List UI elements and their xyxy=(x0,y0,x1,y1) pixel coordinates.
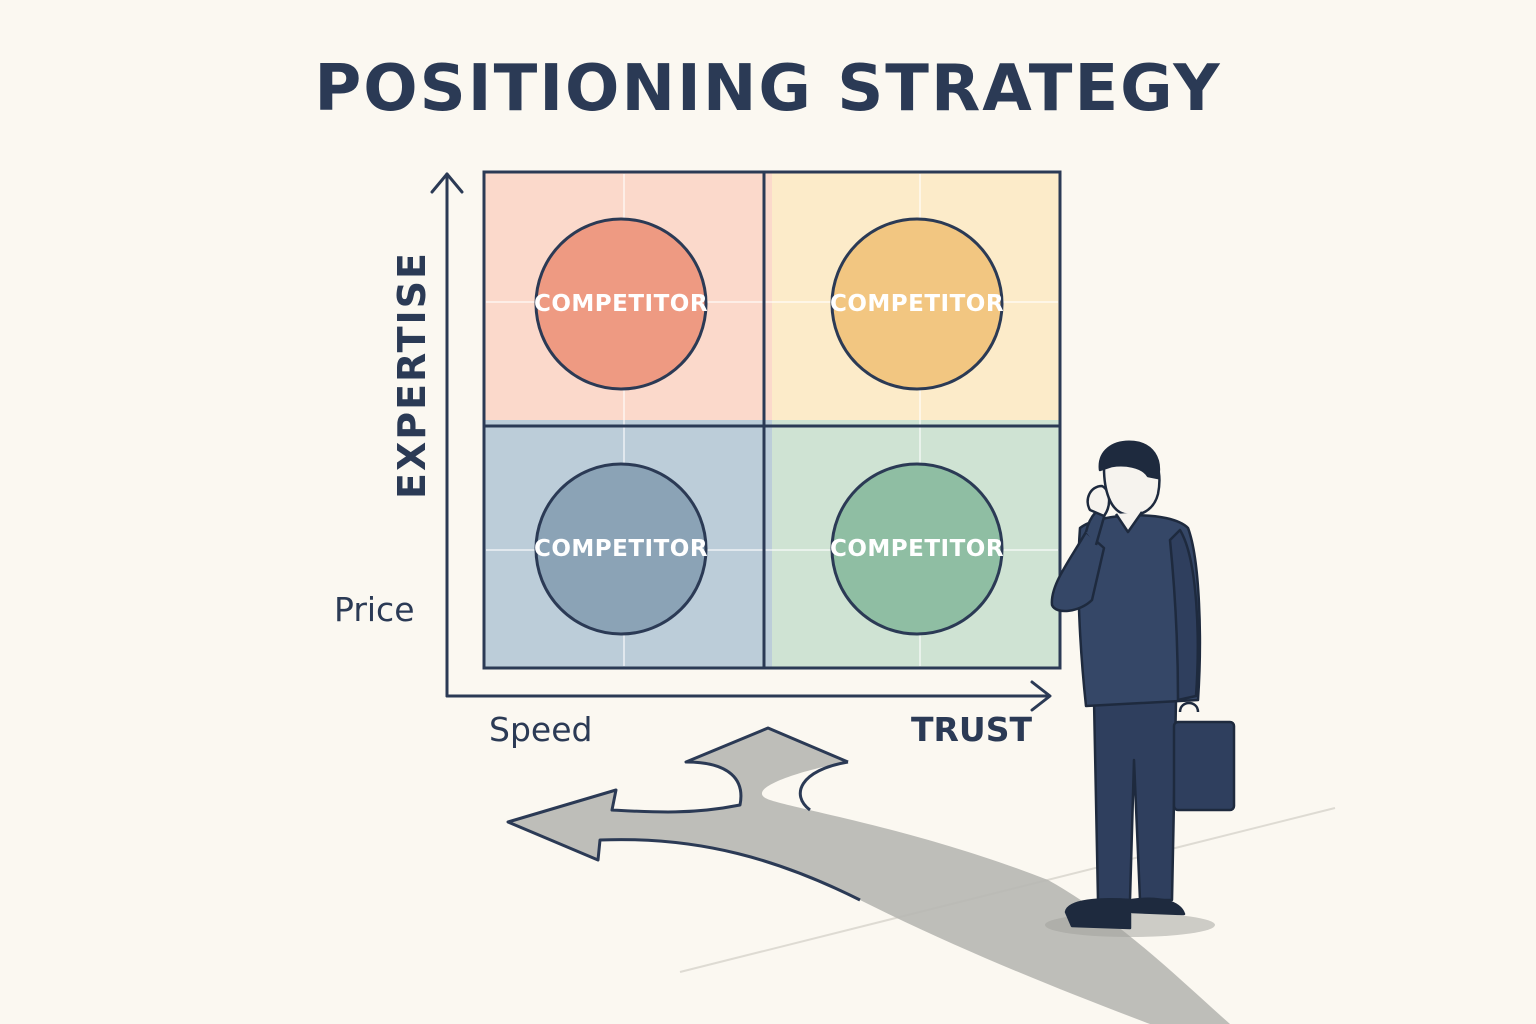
competitor-label-top-left: COMPETITOR xyxy=(533,291,709,317)
x-axis-arrowhead xyxy=(1030,680,1052,712)
businessman-figure xyxy=(1045,440,1236,937)
y-axis-low-label: Price xyxy=(334,590,415,629)
y-axis-title: EXPERTISE xyxy=(390,250,434,500)
fork-path-arrow xyxy=(506,726,1230,1024)
y-axis-arrowhead xyxy=(430,172,464,194)
competitor-circle-top-right xyxy=(830,217,1004,391)
competitor-circle-bottom-right xyxy=(830,462,1004,636)
x-axis-low-label: Speed xyxy=(489,710,593,749)
x-axis-high-label: TRUST xyxy=(911,710,1032,749)
competitor-label-bottom-left: COMPETITOR xyxy=(533,536,709,562)
page-title: POSITIONING STRATEGY xyxy=(314,52,1222,126)
competitor-label-bottom-right: COMPETITOR xyxy=(829,536,1005,562)
competitor-circle-top-left xyxy=(534,217,708,391)
competitor-circle-bottom-left xyxy=(534,462,708,636)
matrix-border xyxy=(482,170,1062,670)
competitor-label-top-right: COMPETITOR xyxy=(829,291,1005,317)
axes xyxy=(430,172,1052,712)
